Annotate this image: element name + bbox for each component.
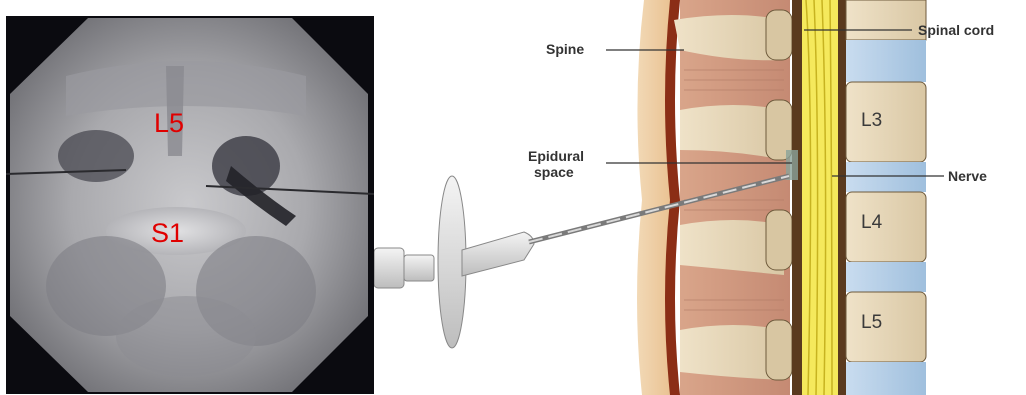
callout-epidural-line2: space	[534, 164, 574, 180]
vertebral-body-l2	[846, 0, 926, 40]
epidural-illustration	[374, 0, 1026, 395]
vertebral-body-l5	[846, 292, 926, 362]
vertebral-body-l4	[846, 192, 926, 262]
callout-spine: Spine	[546, 41, 584, 57]
disc-l4-l5	[846, 262, 926, 292]
vertebra-label-l4: L4	[861, 212, 882, 234]
vertebral-body-l3	[846, 82, 926, 162]
vertebra-label-l3: L3	[861, 110, 882, 132]
callout-epidural-line1: Epidural	[528, 148, 584, 164]
fluoroscopy-image: L5 S1	[6, 16, 374, 394]
vertebra-label-l5: L5	[861, 312, 882, 334]
callout-nerve: Nerve	[948, 168, 987, 184]
xray-label-s1: S1	[151, 218, 184, 249]
epidural-space	[792, 0, 802, 395]
xray-label-l5: L5	[154, 108, 184, 139]
disc-l3-l4	[846, 162, 926, 192]
disc-l2-l3	[846, 40, 926, 82]
xray-drawing	[6, 16, 374, 394]
callout-spinal-cord: Spinal cord	[918, 22, 994, 38]
